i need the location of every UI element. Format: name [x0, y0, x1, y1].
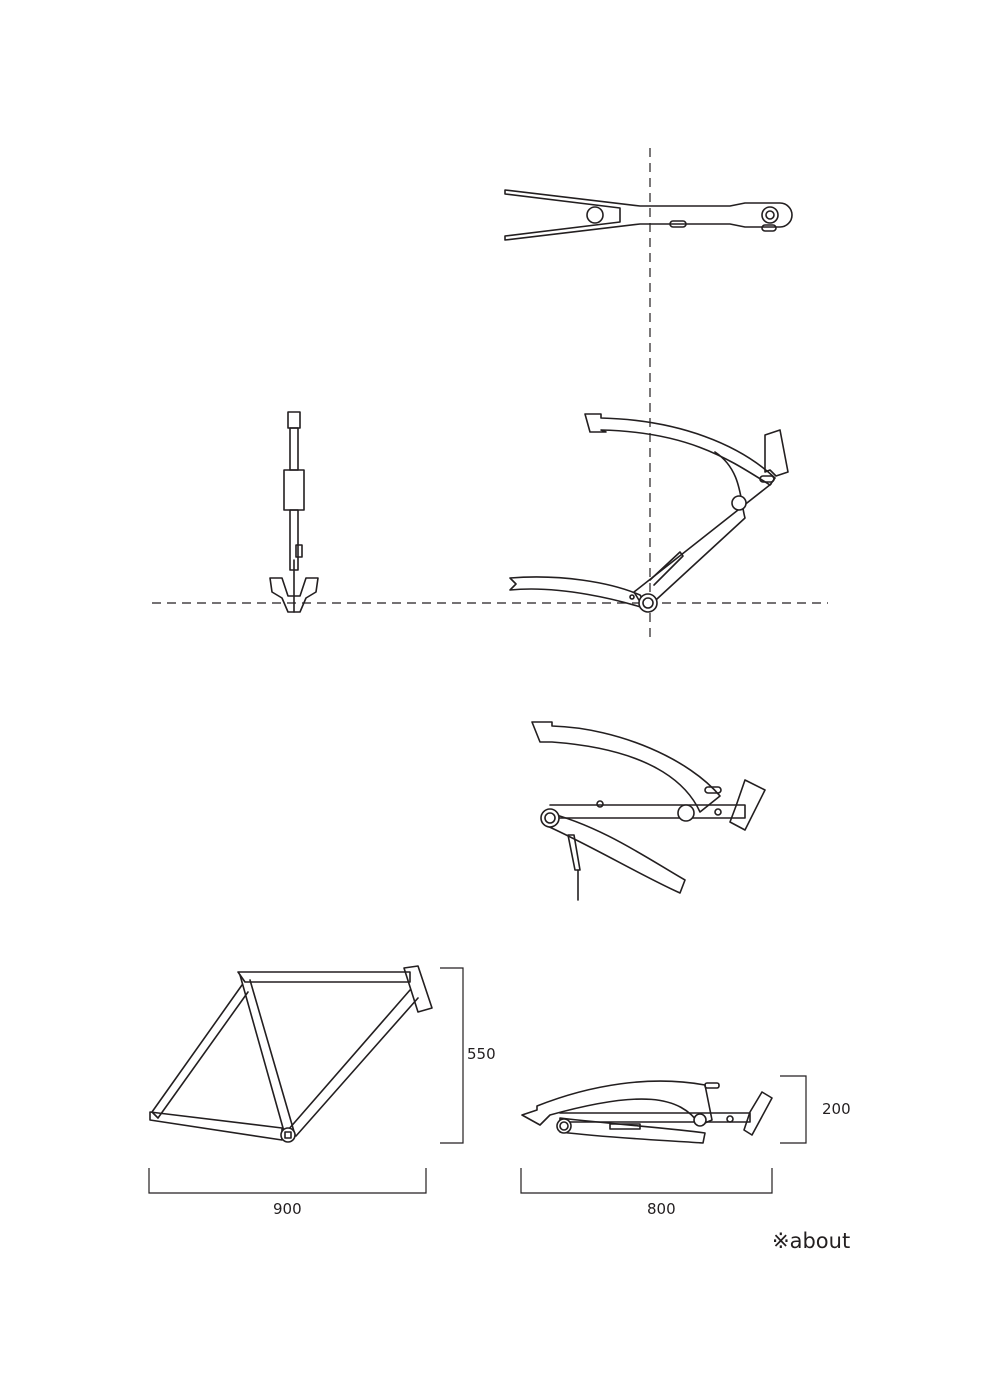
dimension-line-550	[440, 967, 464, 1144]
frame-folding-view	[531, 721, 766, 901]
dimension-line-900	[148, 1168, 427, 1194]
label-length-800: 800	[647, 1200, 676, 1218]
dimension-line-200	[780, 1075, 807, 1144]
frame-unfolded-dimensioned	[149, 965, 433, 1143]
about-link[interactable]: ※about	[772, 1229, 851, 1253]
label-length-900: 900	[273, 1200, 302, 1218]
dimension-line-800	[520, 1168, 773, 1194]
label-height-550: 550	[467, 1045, 496, 1063]
frame-front-view	[269, 411, 319, 613]
frame-unfolded-side-view	[509, 413, 789, 613]
frame-folded-view	[521, 1080, 773, 1144]
label-height-200: 200	[822, 1100, 851, 1118]
frame-top-view	[504, 189, 793, 241]
